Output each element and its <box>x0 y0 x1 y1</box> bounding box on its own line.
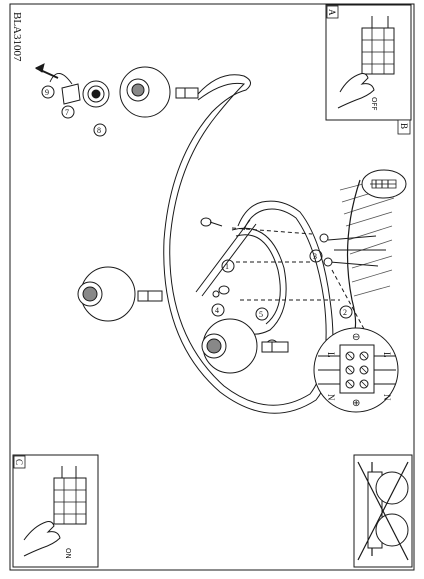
top-lamp-globe <box>119 66 171 118</box>
step-7-marker: 7 <box>61 105 75 119</box>
warning-globe-bottom <box>375 513 409 547</box>
svg-text:4: 4 <box>215 306 219 315</box>
wiring-left-label-l: L <box>326 352 336 358</box>
panel-c-hand-icon <box>23 521 61 557</box>
wiring-left-label-n: N <box>326 394 336 401</box>
panel-c: C ON <box>12 454 99 568</box>
panel-b-letter-box <box>397 119 411 135</box>
mount-screw-top <box>200 217 212 227</box>
panel-a-switch-text: OFF <box>370 97 378 111</box>
svg-text:1: 1 <box>225 262 229 271</box>
svg-text:8: 8 <box>97 126 101 135</box>
top-lamp-cap <box>61 83 81 105</box>
ceiling-mount <box>200 217 230 298</box>
step-4-marker: 4 <box>211 303 225 317</box>
step-markers: 9 8 7 1 3 2 4 5 6 <box>41 85 353 353</box>
ceiling-wires <box>327 235 386 267</box>
svg-text:3: 3 <box>313 252 317 261</box>
earth-icon: ⊕ <box>352 398 360 409</box>
wiring-right-label-l: L <box>382 352 392 358</box>
ceiling-detail <box>319 169 407 341</box>
svg-text:5: 5 <box>259 310 263 319</box>
panel-c-terminal-block <box>53 477 87 525</box>
mount-nut <box>212 290 220 298</box>
top-lamp-assembly <box>35 63 199 118</box>
neutral-icon: ⊖ <box>352 332 360 343</box>
sheet-border <box>9 3 415 571</box>
panel-a-letter-box <box>326 5 339 19</box>
panel-c-letter-box <box>13 455 26 469</box>
panel-a-hand-icon <box>337 73 375 109</box>
left-lamp-assembly <box>77 266 163 322</box>
model-code: BLA31007 <box>11 12 23 62</box>
warning-panel <box>353 454 413 568</box>
step-5-marker: 5 <box>255 307 269 321</box>
panel-a-letter: A <box>327 9 337 16</box>
wiring-right-label-n: N <box>382 394 392 401</box>
warning-cross-b <box>357 461 409 561</box>
warning-globe-top <box>375 471 409 505</box>
mount-screw-mid <box>218 285 230 295</box>
center-lamp-stem <box>261 341 289 353</box>
panel-a: A OFF <box>325 4 412 121</box>
svg-text:7: 7 <box>65 108 69 117</box>
panel-c-switch-text: ON <box>64 548 72 559</box>
panel-b: B <box>397 119 411 135</box>
step-8-marker: 8 <box>93 123 107 137</box>
svg-text:9: 9 <box>45 88 49 97</box>
left-lamp-stem <box>137 290 163 302</box>
panel-a-terminal-block <box>361 27 395 75</box>
step-9-marker: 9 <box>41 85 55 99</box>
wiring-terminal-detail: L N L N ⊖ ⊕ <box>313 327 399 413</box>
panel-c-letter: C <box>14 459 24 465</box>
panel-b-letter: B <box>399 123 409 129</box>
top-lamp-stem <box>175 87 199 99</box>
center-lamp-assembly <box>201 318 289 374</box>
step-1-marker: 1 <box>221 259 235 273</box>
step-2-marker: 2 <box>339 305 353 319</box>
svg-text:2: 2 <box>343 308 347 317</box>
terminal-strip <box>339 344 375 394</box>
